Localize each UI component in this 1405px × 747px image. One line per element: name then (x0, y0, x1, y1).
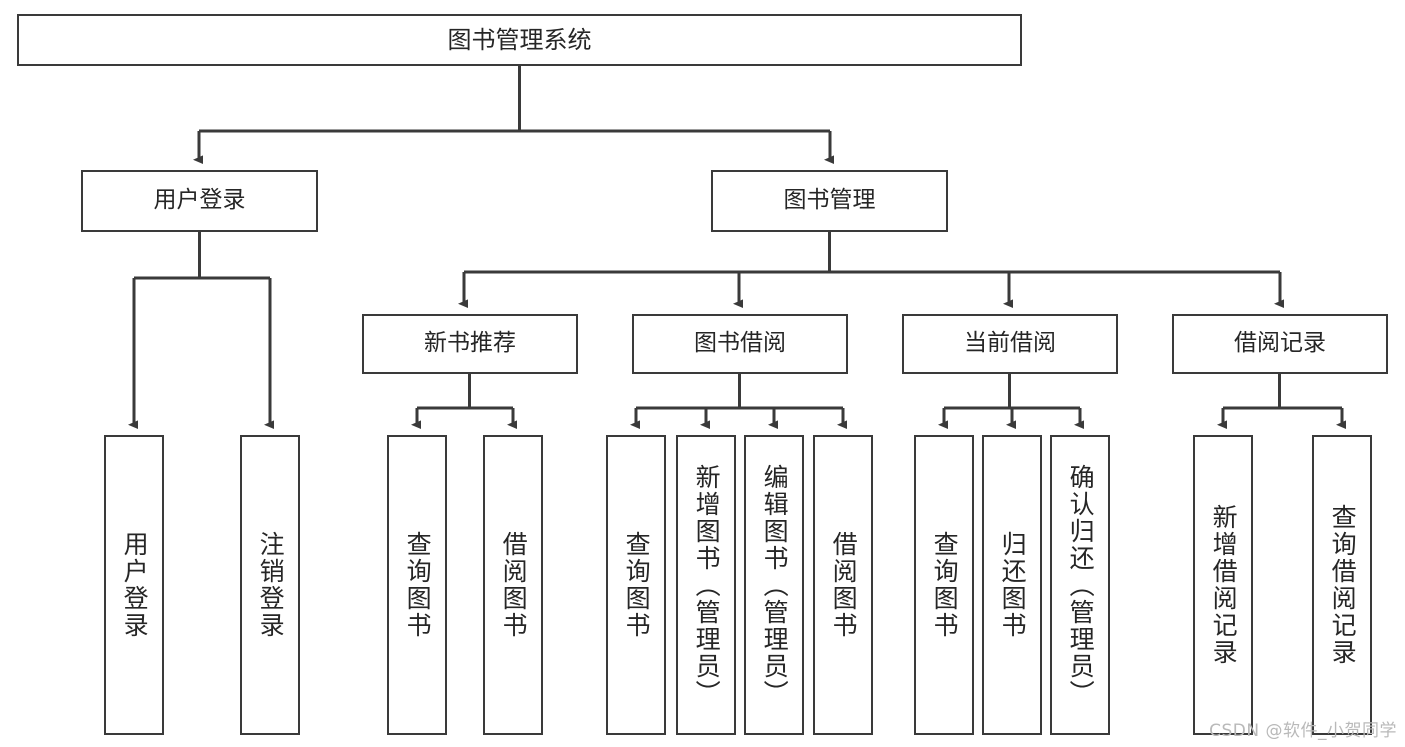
node-leaf-borrow-book-bb-label: 借阅图书 (829, 531, 859, 639)
node-leaf-edit-book-admin-label: 编辑图书（管理员） (760, 463, 790, 707)
node-leaf-add-book-admin-label: 新增图书（管理员） (692, 463, 722, 707)
node-leaf-borrow-book-bb[interactable]: 借阅图书 (813, 435, 873, 735)
node-book-manage-label: 图书管理 (783, 187, 876, 214)
node-leaf-query-borrow-record-label: 查询借阅记录 (1328, 504, 1358, 666)
node-book-borrow[interactable]: 图书借阅 (632, 314, 848, 374)
node-borrow-record-label: 借阅记录 (1234, 330, 1326, 357)
node-leaf-query-book-rec-label: 查询图书 (403, 531, 433, 639)
node-current-borrow-label: 当前借阅 (964, 330, 1056, 357)
node-new-book-recommend[interactable]: 新书推荐 (362, 314, 578, 374)
node-current-borrow[interactable]: 当前借阅 (902, 314, 1118, 374)
node-leaf-user-login-label: 用户登录 (120, 531, 150, 639)
node-leaf-add-borrow-record-label: 新增借阅记录 (1209, 504, 1239, 666)
node-book-manage[interactable]: 图书管理 (711, 170, 948, 232)
node-leaf-query-book-cb-label: 查询图书 (930, 531, 960, 639)
node-user-login[interactable]: 用户登录 (81, 170, 318, 232)
node-leaf-user-logout[interactable]: 注销登录 (240, 435, 300, 735)
node-leaf-edit-book-admin[interactable]: 编辑图书（管理员） (744, 435, 804, 735)
node-leaf-query-book-rec[interactable]: 查询图书 (387, 435, 447, 735)
node-leaf-query-borrow-record[interactable]: 查询借阅记录 (1312, 435, 1372, 735)
node-root[interactable]: 图书管理系统 (17, 14, 1022, 66)
node-leaf-add-borrow-record[interactable]: 新增借阅记录 (1193, 435, 1253, 735)
node-borrow-record[interactable]: 借阅记录 (1172, 314, 1388, 374)
node-leaf-add-book-admin[interactable]: 新增图书（管理员） (676, 435, 736, 735)
node-new-book-recommend-label: 新书推荐 (424, 330, 516, 357)
node-leaf-query-book-bb-label: 查询图书 (622, 531, 652, 639)
node-leaf-borrow-book-rec-label: 借阅图书 (499, 531, 529, 639)
node-leaf-return-book[interactable]: 归还图书 (982, 435, 1042, 735)
node-leaf-borrow-book-rec[interactable]: 借阅图书 (483, 435, 543, 735)
node-book-borrow-label: 图书借阅 (694, 330, 786, 357)
node-leaf-query-book-cb[interactable]: 查询图书 (914, 435, 974, 735)
node-leaf-query-book-bb[interactable]: 查询图书 (606, 435, 666, 735)
node-leaf-return-book-label: 归还图书 (998, 531, 1028, 639)
node-user-login-label: 用户登录 (153, 187, 246, 214)
node-leaf-confirm-return-admin[interactable]: 确认归还（管理员） (1050, 435, 1110, 735)
watermark: CSDN @软件_小贺同学 (1209, 721, 1397, 741)
node-root-label: 图书管理系统 (447, 25, 592, 54)
node-leaf-user-logout-label: 注销登录 (256, 531, 286, 639)
node-leaf-user-login[interactable]: 用户登录 (104, 435, 164, 735)
node-leaf-confirm-return-admin-label: 确认归还（管理员） (1066, 463, 1096, 707)
